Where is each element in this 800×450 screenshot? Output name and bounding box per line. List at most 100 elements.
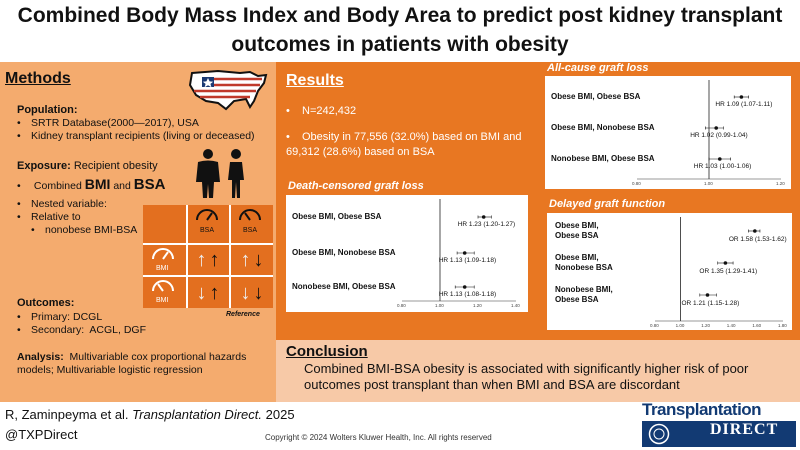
secondary-value: ACGL, DGF — [89, 324, 146, 336]
tick-label: 0.80 — [632, 181, 641, 186]
tick-label: 1.00 — [704, 181, 713, 186]
and-word: and — [113, 180, 131, 192]
tick-label: 1.40 — [511, 303, 520, 308]
people-icon — [196, 149, 244, 198]
tick-label: 1.00 — [435, 303, 444, 308]
plot-title-dcgl: Death-censored graft loss — [288, 180, 424, 192]
effect-label: HR 1.09 (1.07-1.11) — [715, 101, 773, 108]
results-heading: Results — [286, 72, 344, 89]
tick-label: 1.80 — [778, 323, 787, 328]
bsa-col-label: BSA — [200, 227, 215, 234]
list-item: N=242,432 — [286, 104, 536, 119]
arrow-down-icon: ↓ — [253, 281, 264, 304]
arrow-down-icon: ↓ — [240, 281, 251, 304]
bmi-gauge-icon — [152, 280, 174, 292]
primary-label: Primary: — [31, 311, 71, 323]
logo-line2: DIRECT — [710, 421, 779, 438]
population-label: Population: — [17, 104, 78, 116]
row-label: Obese BMI, Nonobese BSA — [551, 123, 655, 132]
row-label: Obese BMI, Nonobese BSA — [292, 248, 396, 257]
bmi-row-label: BMI — [156, 265, 169, 272]
effect-label: OR 1.21 (1.15-1.28) — [681, 300, 740, 307]
list-item: nonobese BMI-BSA — [17, 224, 137, 237]
list-item: Relative to — [17, 211, 137, 224]
outcomes-label: Outcomes: — [17, 297, 75, 309]
effect-label: HR 1.23 (1.20-1.27) — [457, 221, 516, 228]
tick-label: 1.20 — [776, 181, 785, 186]
poster-title: Combined Body Mass Index and Body Area t… — [17, 4, 783, 56]
forest-plot-svg — [655, 217, 783, 322]
citation-journal: Transplantation Direct. — [132, 407, 262, 422]
point-estimate — [481, 215, 486, 219]
nested-list: Nested variable: Relative to nonobese BM… — [17, 198, 137, 237]
list-item: Nested variable: — [17, 198, 137, 211]
tick-label: 0.80 — [650, 323, 659, 328]
tick-label: 1.00 — [675, 323, 685, 328]
tick-label: 1.60 — [752, 323, 762, 328]
forest-plot-acgl: Obese BMI, Obese BSA HR 1.09 (1.07-1.11) O… — [545, 76, 791, 189]
conclusion-text: Combined BMI-BSA obesity is associated w… — [304, 361, 749, 392]
grid-cell: ↓↑ — [187, 277, 229, 308]
plot-title-acgl: All-cause graft loss — [547, 62, 649, 74]
row-label: Nonobese BMI,Obese BSA — [555, 285, 613, 304]
row-label: Obese BMI, Obese BSA — [551, 92, 641, 101]
citation: R, Zaminpeyma et al. Transplantation Dir… — [5, 407, 295, 422]
forest-plot-dcgl: Obese BMI, Obese BSA HR 1.23 (1.20-1.27) O… — [286, 195, 528, 312]
bsa-word: BSA — [133, 176, 166, 193]
effect-label: HR 1.02 (0.99-1.04) — [690, 132, 748, 139]
grid-cell: ↓↓ — [231, 277, 273, 308]
twitter-handle: @TXPDirect — [5, 427, 78, 442]
analysis-label: Analysis: — [17, 351, 64, 363]
arrow-up-icon: ↑ — [209, 249, 220, 271]
seal-icon — [648, 423, 670, 445]
point-estimate — [739, 95, 744, 99]
citation-authors: R, Zaminpeyma et al. — [5, 407, 129, 422]
tick-label: 0.80 — [397, 303, 406, 308]
row-label: Obese BMI, Obese BSA — [292, 212, 382, 221]
citation-year: 2025 — [265, 407, 295, 422]
exposure-list: Combined BMI and BSA — [17, 176, 166, 193]
effect-label: HR 1.13 (1.09-1.18) — [438, 257, 497, 264]
list-item: Secondary: ACGL, DGF — [17, 324, 146, 337]
list-item: SRTR Database(2000—2017), USA — [17, 117, 255, 130]
plot-title-dgf: Delayed graft function — [549, 198, 666, 210]
journal-logo: Transplantation DIRECT — [640, 400, 798, 448]
tick-label: 1.40 — [726, 323, 736, 328]
arrow-up-icon: ↑ — [240, 249, 251, 271]
row-label: Obese BMI,Obese BSA — [555, 221, 599, 240]
population-list: SRTR Database(2000—2017), USA Kidney tra… — [17, 117, 255, 143]
exposure-row: Exposure: Recipient obesity — [17, 160, 158, 172]
point-estimate — [462, 285, 467, 289]
conclusion-panel: Conclusion Combined BMI-BSA obesity is a… — [276, 340, 800, 402]
point-estimate — [753, 229, 757, 233]
conclusion-heading: Conclusion — [286, 343, 368, 360]
usa-map-icon — [188, 69, 268, 111]
analysis-text: Multivariable cox proportional hazards m… — [17, 351, 247, 376]
forest-plot-svg — [637, 80, 781, 180]
methods-panel: Methods Population: SRTR Database(2000—2… — [0, 62, 276, 402]
effect-label: OR 1.35 (1.29-1.41) — [699, 268, 758, 275]
row-label: Obese BMI,Nonobese BSA — [555, 253, 613, 272]
bmi-row-label: BMI — [156, 297, 169, 304]
bsa-gauge-icon — [196, 209, 218, 221]
arrow-up-icon: ↑ — [209, 281, 220, 304]
outcomes-list: Primary: DCGL Secondary: ACGL, DGF — [17, 311, 146, 337]
bsa-col-label: BSA — [243, 227, 258, 234]
point-estimate — [705, 293, 710, 297]
point-estimate — [718, 157, 722, 161]
methods-heading: Methods — [5, 70, 71, 87]
arrow-down-icon: ↓ — [253, 249, 264, 271]
bmi-word: BMI — [84, 176, 111, 192]
exposure-value: Recipient obesity — [73, 160, 158, 172]
row-label: Nonobese BMI, Obese BSA — [551, 154, 655, 163]
bmi-gauge-icon — [152, 248, 174, 260]
effect-label: HR 1.03 (1.00-1.06) — [693, 163, 752, 170]
bsa-gauge-icon — [239, 209, 261, 221]
list-item: Obesity in 77,556 (32.0%) based on BMI a… — [286, 130, 536, 160]
arrow-up-icon: ↑ — [196, 249, 207, 271]
effect-label: HR 1.13 (1.08-1.18) — [438, 291, 497, 298]
tick-label: 1.20 — [701, 323, 710, 328]
copyright-text: Copyright © 2024 Wolters Kluwer Health, … — [265, 433, 492, 442]
point-estimate — [714, 126, 718, 130]
